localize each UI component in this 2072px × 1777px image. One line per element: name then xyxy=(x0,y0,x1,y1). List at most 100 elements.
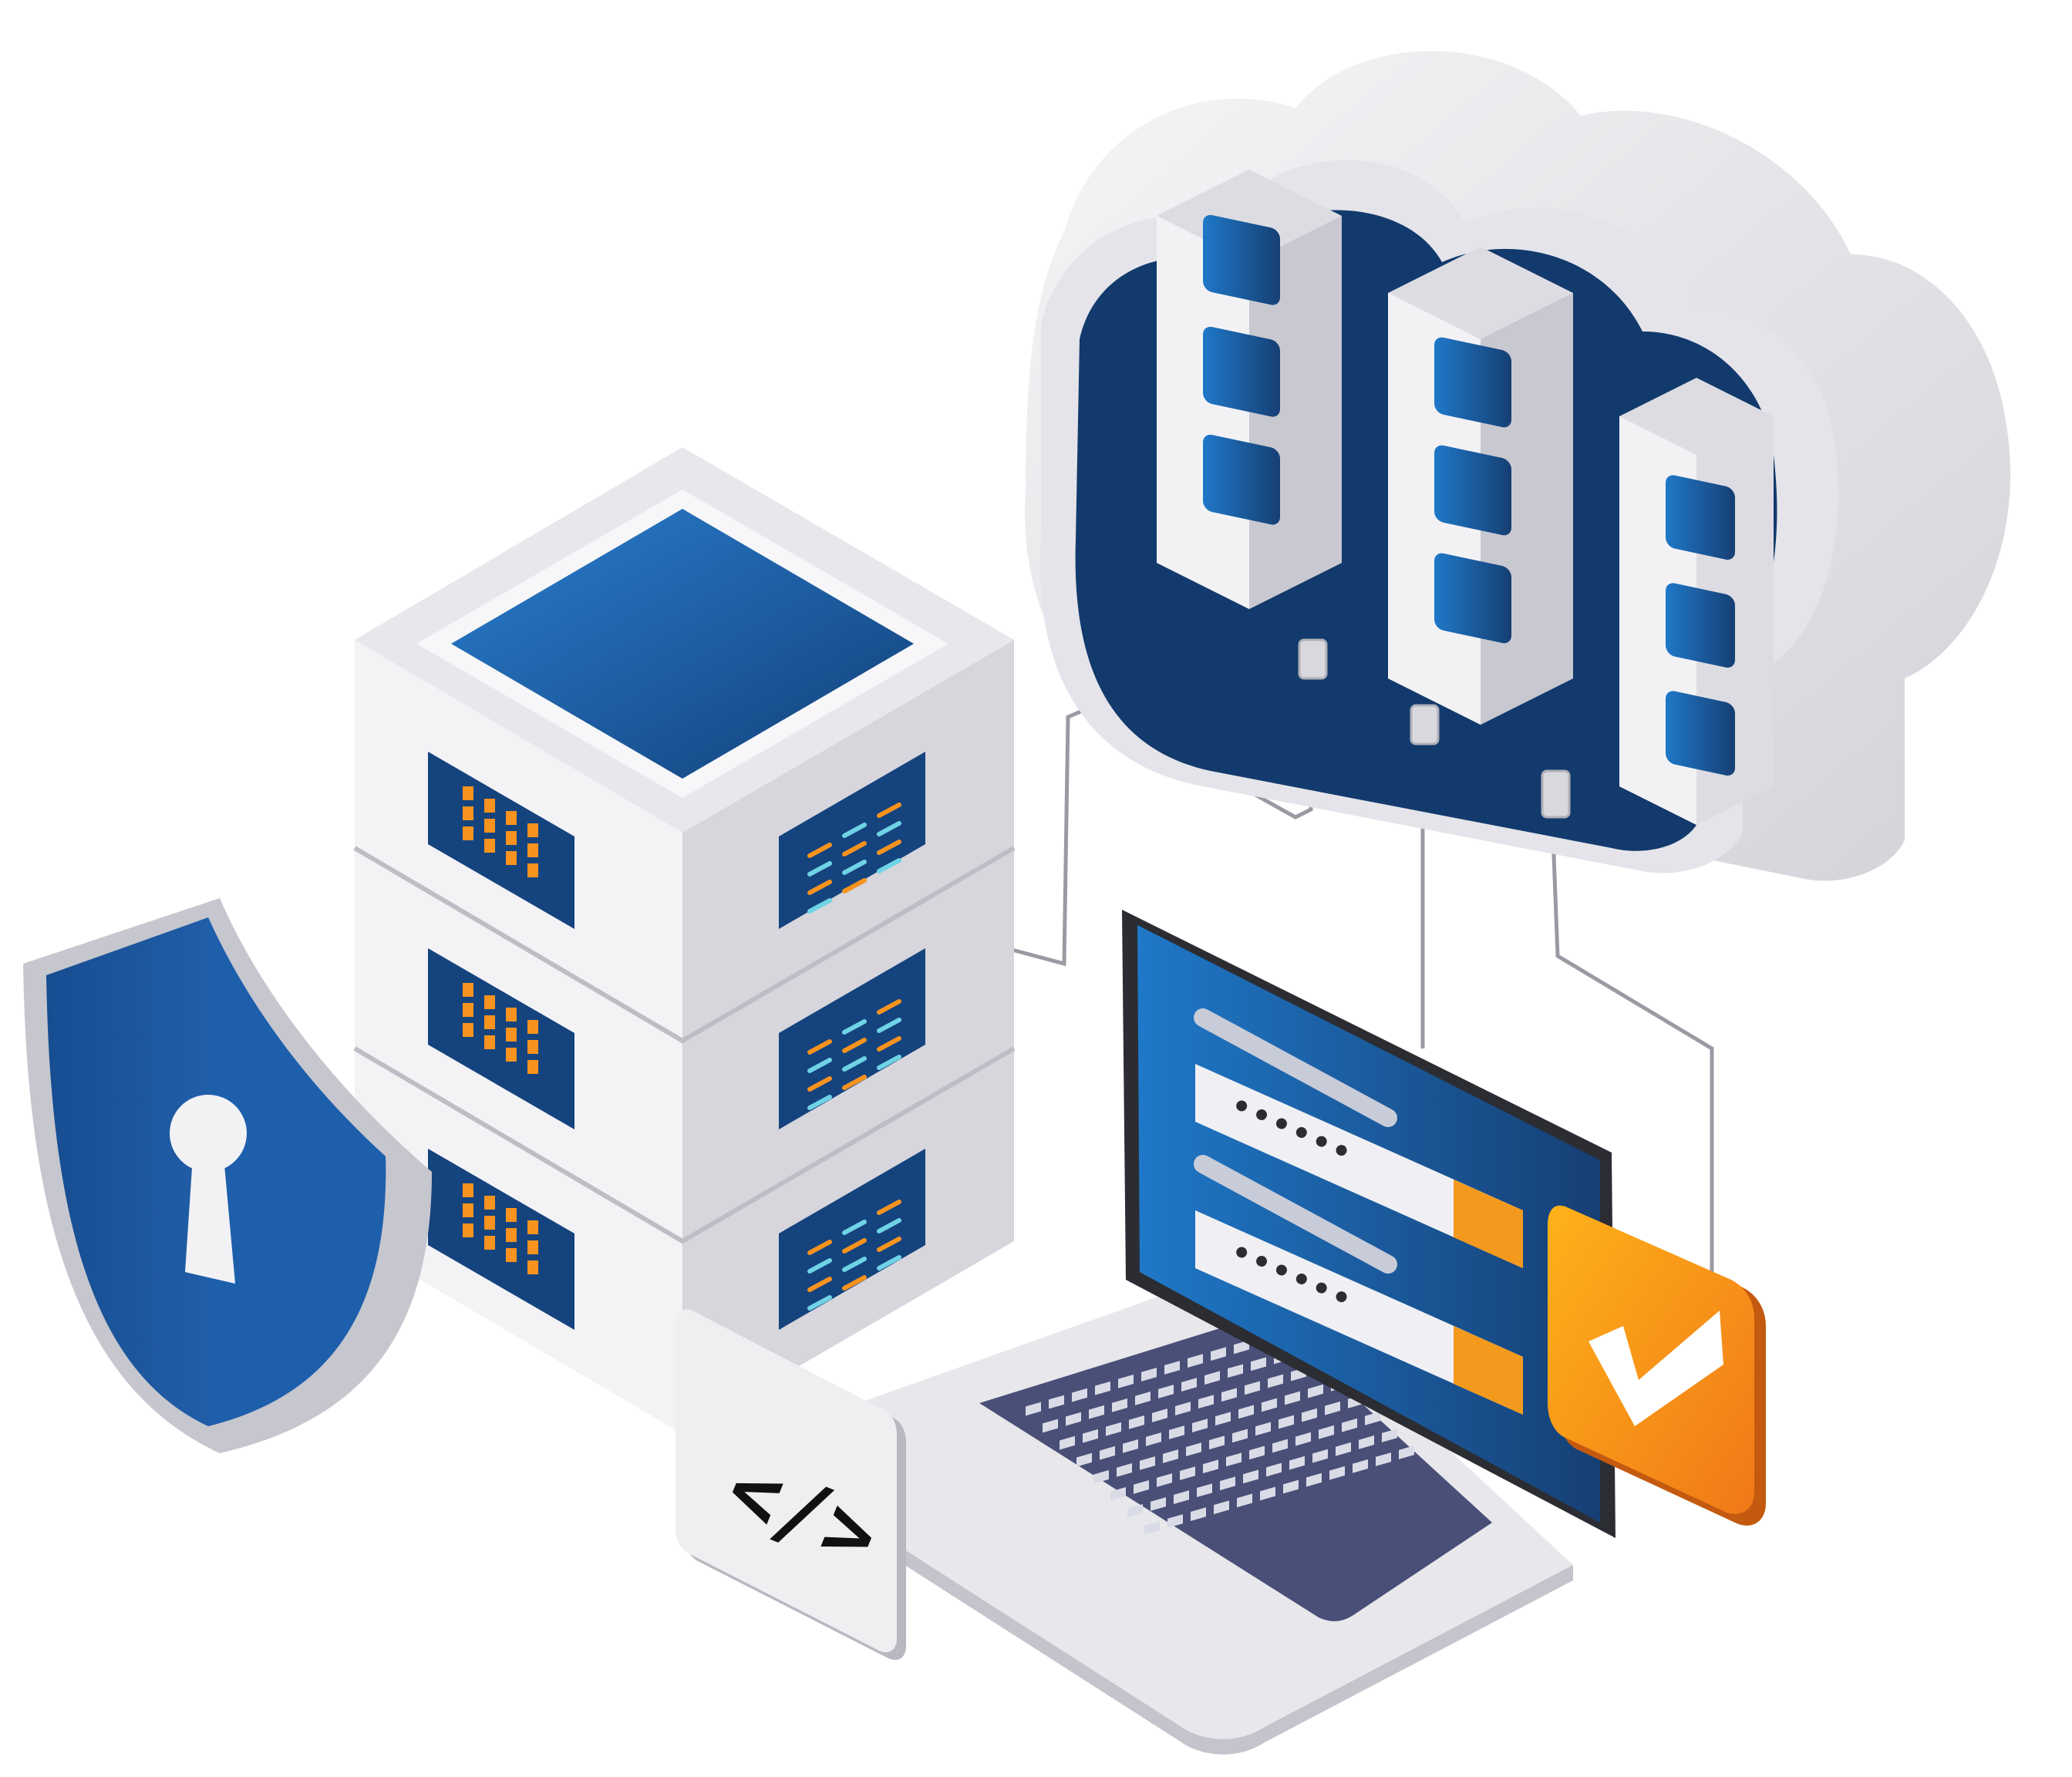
keyboard-key xyxy=(1164,1361,1180,1375)
cloud-server-column-2 xyxy=(1388,247,1573,725)
server-activity-dash xyxy=(807,861,832,877)
keyboard-key xyxy=(1308,1384,1323,1398)
server-activity-dash xyxy=(877,1018,901,1033)
server-led xyxy=(506,851,517,865)
keyboard-key xyxy=(1167,1514,1183,1528)
keyboard-key xyxy=(1140,1456,1155,1470)
keyboard-key xyxy=(1289,1456,1305,1470)
server-led xyxy=(527,843,538,857)
server-activity-dash xyxy=(807,898,832,914)
keyboard-key xyxy=(1204,1371,1220,1385)
keyboard-key xyxy=(1232,1429,1248,1443)
server-activity-dash xyxy=(807,1295,832,1311)
keyboard-key xyxy=(1295,1432,1311,1446)
server-activity-dash xyxy=(877,999,901,1015)
keyboard-key xyxy=(1100,1445,1115,1460)
keyboard-key xyxy=(1382,1429,1397,1442)
keyboard-key xyxy=(1066,1412,1081,1426)
keyboard-key xyxy=(1106,1422,1121,1436)
keyboard-key xyxy=(1245,1381,1260,1395)
server-activity-dash xyxy=(842,1056,867,1072)
keyboard-key xyxy=(1359,1435,1374,1449)
keyboard-key xyxy=(1285,1391,1300,1405)
laptop-keyboard xyxy=(1026,1326,1414,1535)
server-activity-dash xyxy=(842,841,867,857)
server-led xyxy=(463,1003,473,1017)
keyboard-key xyxy=(1026,1402,1041,1416)
server-led xyxy=(506,831,517,845)
keyboard-key xyxy=(1198,1395,1214,1409)
keyboard-key xyxy=(1123,1439,1138,1453)
keyboard-key xyxy=(1226,1452,1242,1467)
keyboard-key xyxy=(1083,1429,1098,1443)
keyboard-key xyxy=(1188,1354,1203,1368)
server-activity-dash xyxy=(807,1240,832,1255)
keyboard-key xyxy=(1279,1415,1294,1429)
keyboard-key xyxy=(1144,1521,1160,1535)
server-led xyxy=(506,1008,517,1021)
keyboard-key xyxy=(1376,1452,1391,1466)
keyboard-key xyxy=(1049,1395,1064,1409)
keyboard-key xyxy=(1306,1472,1322,1487)
keyboard-key xyxy=(1336,1442,1351,1456)
keyboard-key xyxy=(1112,1398,1127,1412)
server-activity-dash xyxy=(877,1237,901,1252)
login-form: •••••• •••••• xyxy=(1194,1008,1523,1415)
server-led xyxy=(463,1203,473,1217)
keyboard-key xyxy=(1268,1374,1283,1388)
server-led xyxy=(527,1260,538,1274)
server-activity-dash xyxy=(807,843,832,858)
server-activity-dash xyxy=(877,1036,901,1052)
server-activity-dash xyxy=(842,1075,867,1090)
server-led xyxy=(463,826,473,840)
keyboard-key xyxy=(1214,1500,1229,1515)
keyboard-key xyxy=(1181,1378,1197,1392)
server-led xyxy=(484,995,495,1009)
server-status-leds xyxy=(463,786,538,1274)
keyboard-key xyxy=(1266,1462,1282,1477)
keyboard-key xyxy=(1146,1432,1161,1446)
keyboard-key xyxy=(1129,1415,1144,1429)
keyboard-key xyxy=(1174,1490,1189,1504)
server-activity-dash xyxy=(842,823,867,838)
server-led xyxy=(463,786,473,800)
server-activity-dash xyxy=(842,878,867,894)
laptop-icon: •••••• •••••• xyxy=(828,910,1615,1755)
server-led xyxy=(484,1035,495,1049)
keyboard-key xyxy=(1043,1419,1058,1433)
keyboard-key xyxy=(1151,1497,1166,1511)
keyboard-key xyxy=(1095,1381,1110,1395)
keyboard-key xyxy=(1141,1368,1157,1382)
keyboard-key xyxy=(1342,1418,1357,1432)
keyboard-key xyxy=(1220,1476,1235,1491)
server-activity-dash xyxy=(842,1275,867,1291)
server-activity-dash xyxy=(807,880,832,895)
keyboard-key xyxy=(1365,1412,1380,1425)
keyboard-key xyxy=(1325,1401,1340,1415)
cloud-connector-ports xyxy=(1298,638,1571,819)
server-activity-dash xyxy=(842,1220,867,1235)
keyboard-key xyxy=(1093,1469,1109,1484)
keyboard-key xyxy=(1215,1412,1231,1426)
keyboard-key xyxy=(1186,1442,1201,1457)
server-led xyxy=(484,1196,495,1210)
server-led xyxy=(527,863,538,877)
server-activity-dash xyxy=(842,1257,867,1272)
server-led xyxy=(527,1060,538,1074)
server-activity-dash xyxy=(842,1019,867,1035)
shield-keyhole-icon xyxy=(23,898,432,1453)
keyboard-key xyxy=(1203,1459,1218,1474)
server-led xyxy=(527,1040,538,1054)
keyboard-key xyxy=(1221,1388,1237,1402)
keyboard-key xyxy=(1319,1425,1334,1439)
server-led xyxy=(463,806,473,820)
server-led xyxy=(506,1248,517,1262)
keyboard-key xyxy=(1169,1425,1184,1439)
keyboard-key xyxy=(1163,1449,1178,1463)
server-activity-dash xyxy=(877,821,901,836)
server-activity-dash xyxy=(877,803,901,818)
keyboard-key xyxy=(1060,1435,1075,1450)
keyboard-key xyxy=(1158,1385,1174,1398)
keyboard-key xyxy=(1312,1449,1328,1463)
keyboard-key xyxy=(1211,1347,1226,1361)
